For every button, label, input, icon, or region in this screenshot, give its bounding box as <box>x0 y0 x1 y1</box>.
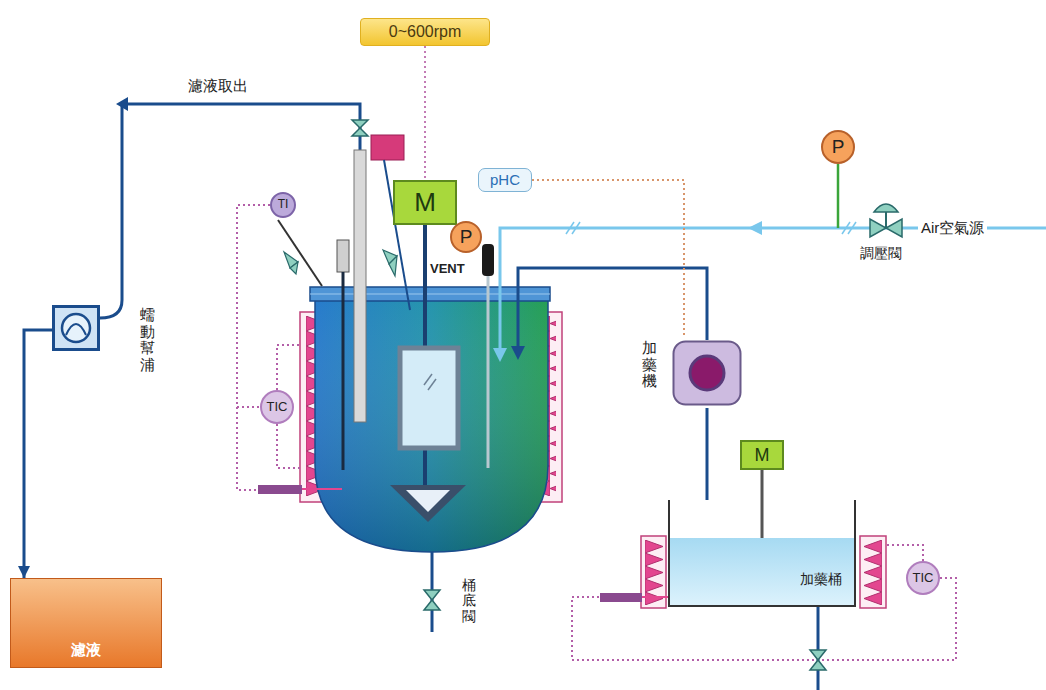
dosing-pipe <box>518 268 707 350</box>
pipe-label: 濾液取出 <box>188 77 248 95</box>
dosing-pump: 加藥機 <box>640 338 742 408</box>
motor-box: M <box>393 180 457 225</box>
connector-line <box>237 205 270 407</box>
node-text: 濾液 <box>11 641 161 658</box>
node-text: TI <box>278 198 289 212</box>
pressure-gauge: P <box>821 130 855 164</box>
flow-arrow <box>493 348 507 362</box>
valve-label-text: 調壓閥 <box>860 245 902 261</box>
connector-line <box>706 408 709 500</box>
temperature-controller: TIC <box>906 561 940 595</box>
arrow-head <box>18 566 30 578</box>
tank-valve <box>810 607 826 690</box>
node-text: 0~600rpm <box>389 23 462 41</box>
break-mark <box>566 222 856 234</box>
connector <box>237 205 270 407</box>
connector <box>532 180 684 338</box>
vent-label: VENT <box>429 259 466 277</box>
ph-controller: pHC <box>478 168 532 192</box>
node-text: TIC <box>267 400 288 415</box>
pipe-label-text: 濾液取出 <box>188 77 248 94</box>
node-text: P <box>832 136 845 158</box>
connector-line <box>532 180 684 338</box>
node-text: M <box>414 188 436 218</box>
valve-label: 調壓閥 <box>860 244 902 262</box>
node-text: M <box>755 445 770 466</box>
peristaltic-pump-icon <box>52 305 100 355</box>
node-text: 加藥桶 <box>800 571 842 587</box>
node-text: 加藥機 <box>642 340 657 390</box>
peristaltic-pump: 蠕動幫浦 <box>52 305 162 405</box>
agitator <box>390 225 466 522</box>
valve-label: 桶底閥 <box>462 578 476 624</box>
flow-arrow <box>748 221 762 235</box>
vent-label-text: VENT <box>429 262 466 277</box>
connector <box>18 330 52 578</box>
sample-port <box>371 135 404 160</box>
node-text: 蠕動幫浦 <box>140 307 155 373</box>
connector-line <box>24 330 52 578</box>
pressure-gauge: P <box>450 221 482 253</box>
temperature-indicator: TI <box>270 192 296 218</box>
outlet-valve <box>352 120 368 136</box>
control-signal <box>237 345 300 490</box>
connector <box>425 46 426 180</box>
dosing-pump-icon <box>672 340 742 410</box>
bottom-valve <box>424 552 440 632</box>
connector <box>762 470 763 500</box>
filtrate-pipe <box>100 104 360 318</box>
air-line <box>500 228 1046 352</box>
filtrate-tank: 濾液 <box>10 578 162 668</box>
reactor-vessel <box>310 287 550 552</box>
gauge-stem <box>837 164 840 228</box>
probes <box>278 150 494 470</box>
connector-line <box>761 470 764 500</box>
flow-arrow <box>511 346 525 360</box>
valve-label-text: 桶底閥 <box>462 578 476 624</box>
source-label: Air空氣源 <box>918 219 987 237</box>
node-text: P <box>460 226 473 248</box>
connector <box>707 408 708 500</box>
flow-arrow <box>116 97 128 111</box>
node-text: pHC <box>490 171 520 188</box>
dosing-tank: 加藥桶 <box>668 500 856 607</box>
source-label-text: Air空氣源 <box>918 219 987 236</box>
heater-rod <box>258 485 342 494</box>
connector-line <box>424 46 426 180</box>
node-text: TIC <box>913 571 934 586</box>
speed-label: 0~600rpm <box>360 18 490 46</box>
regulator-valve <box>870 204 902 237</box>
motor-box: M <box>740 440 784 470</box>
temperature-controller: TIC <box>260 390 294 424</box>
